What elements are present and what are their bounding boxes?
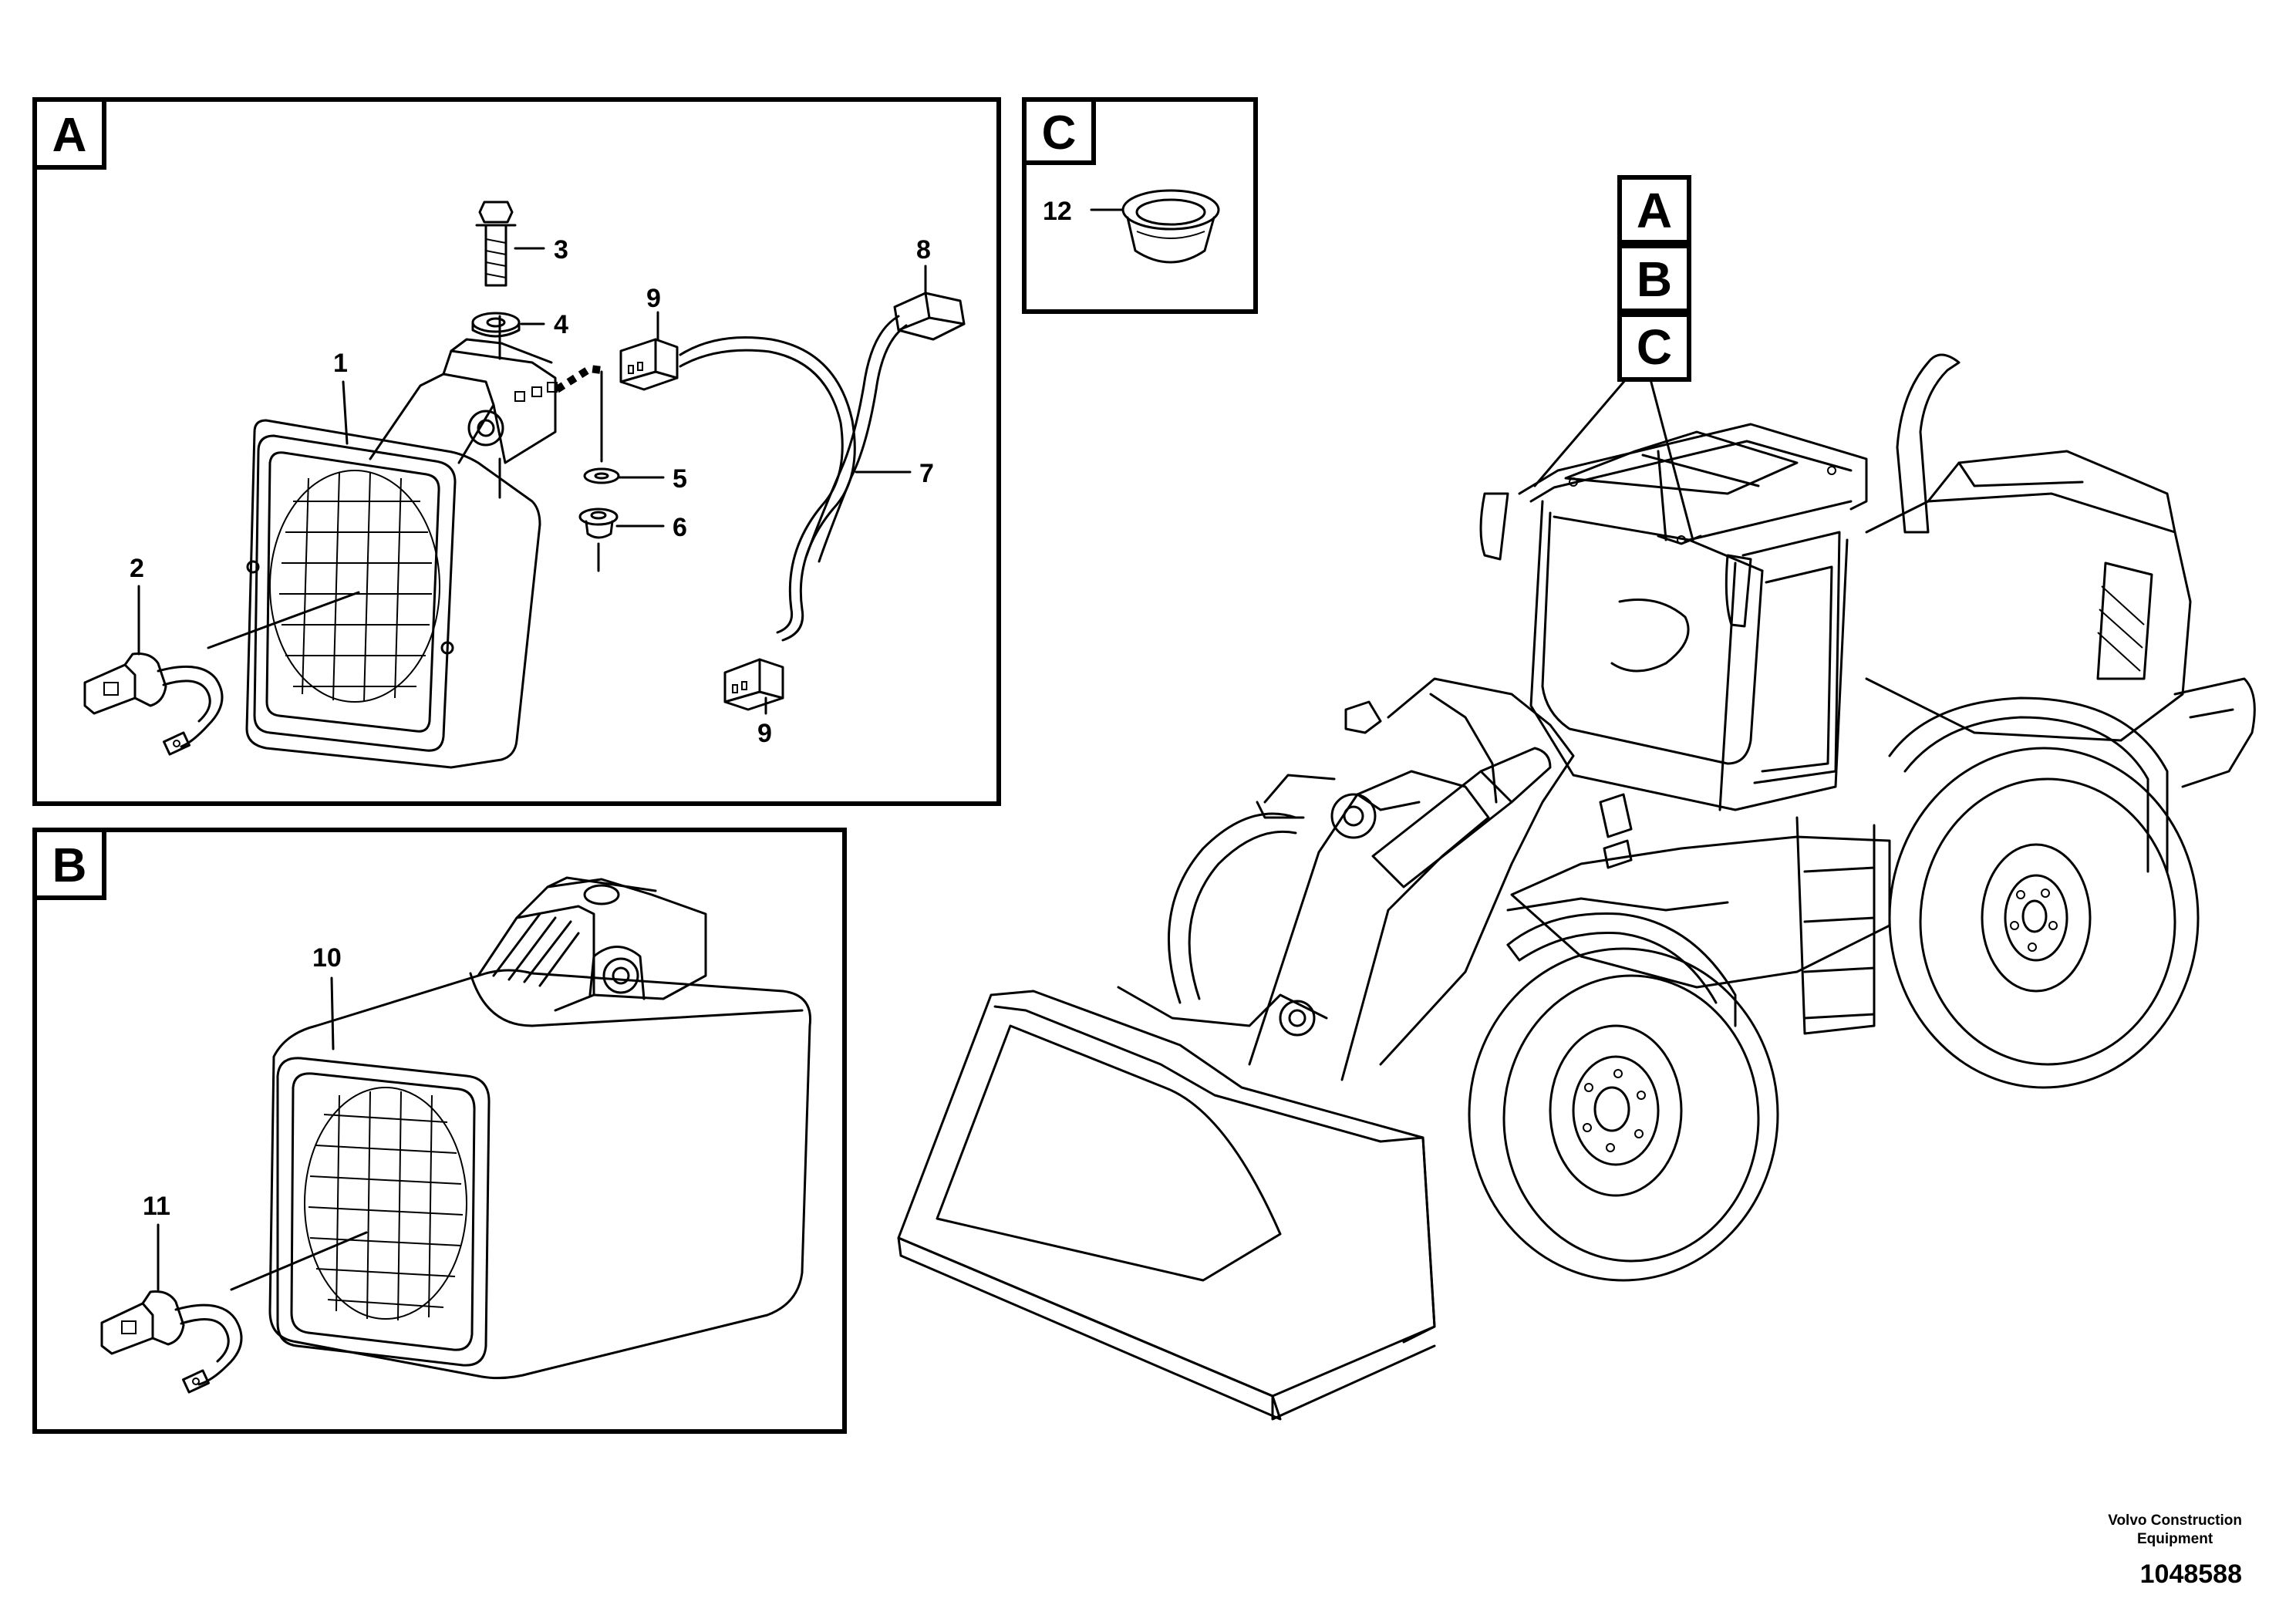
document-number: 1048588	[2139, 1560, 2242, 1589]
callout-2: 2	[130, 554, 144, 583]
company-name-line-1: Volvo Construction	[2108, 1512, 2242, 1529]
view-marker-b-box	[1617, 244, 1691, 313]
panel-c-label-box	[1022, 97, 1096, 165]
front-wheel	[1468, 947, 1779, 1282]
callout-1: 1	[333, 349, 348, 378]
rear-wheel	[1888, 747, 2200, 1089]
lamp-grid	[308, 1091, 464, 1321]
cab	[1479, 423, 1868, 811]
view-marker-b: B	[1637, 251, 1672, 307]
work-lamp-icon	[268, 876, 812, 1380]
callout-7: 7	[919, 459, 934, 488]
connector-icon	[723, 658, 784, 711]
panel-a-label-box	[32, 97, 106, 170]
view-marker-c: C	[1637, 319, 1672, 375]
view-marker-a-box	[1617, 175, 1691, 244]
bulb-icon	[83, 653, 224, 756]
connector-icon	[619, 338, 679, 391]
work-lamp-icon	[245, 338, 558, 769]
cable-harness-icon	[679, 315, 908, 642]
callout-5: 5	[673, 464, 687, 494]
view-marker-a: A	[1637, 183, 1672, 238]
grommet-icon	[1121, 189, 1220, 264]
panel-c-label: C	[1042, 106, 1077, 160]
washer-icon	[583, 467, 620, 484]
callout-10: 10	[312, 943, 342, 973]
bulb-icon	[100, 1290, 243, 1394]
connector-icon	[893, 292, 966, 341]
panel-a-label: A	[52, 109, 87, 162]
footer: Volvo Construction Equipment 1048588	[2108, 1512, 2242, 1590]
callout-9-top: 9	[646, 284, 661, 313]
panel-b: B 10	[32, 828, 847, 1434]
panel-c-frame	[1022, 97, 1258, 314]
panel-b-label-box	[32, 828, 106, 900]
callout-8: 8	[916, 235, 931, 265]
panel-b-label: B	[52, 839, 87, 892]
company-name-line-2: Equipment	[2137, 1531, 2213, 1547]
callout-3: 3	[554, 235, 568, 265]
lamp-grid	[279, 471, 432, 703]
wheel-loader-icon	[897, 353, 2256, 1421]
callout-9-bottom: 9	[757, 719, 772, 748]
washer-icon	[471, 312, 521, 338]
nut-icon	[578, 508, 619, 539]
view-marker-stack: A B C	[1533, 175, 1694, 541]
bucket	[897, 986, 1436, 1421]
panel-a-frame	[32, 97, 1001, 806]
callout-4: 4	[554, 310, 568, 339]
callout-6: 6	[673, 513, 687, 542]
panel-a: A	[32, 97, 1001, 806]
panel-b-frame	[32, 828, 847, 1434]
bolt-icon	[475, 201, 517, 287]
callout-12: 12	[1043, 197, 1072, 226]
view-marker-c-box	[1617, 312, 1691, 382]
callout-11: 11	[143, 1192, 170, 1221]
panel-c: C 12	[1022, 97, 1258, 314]
